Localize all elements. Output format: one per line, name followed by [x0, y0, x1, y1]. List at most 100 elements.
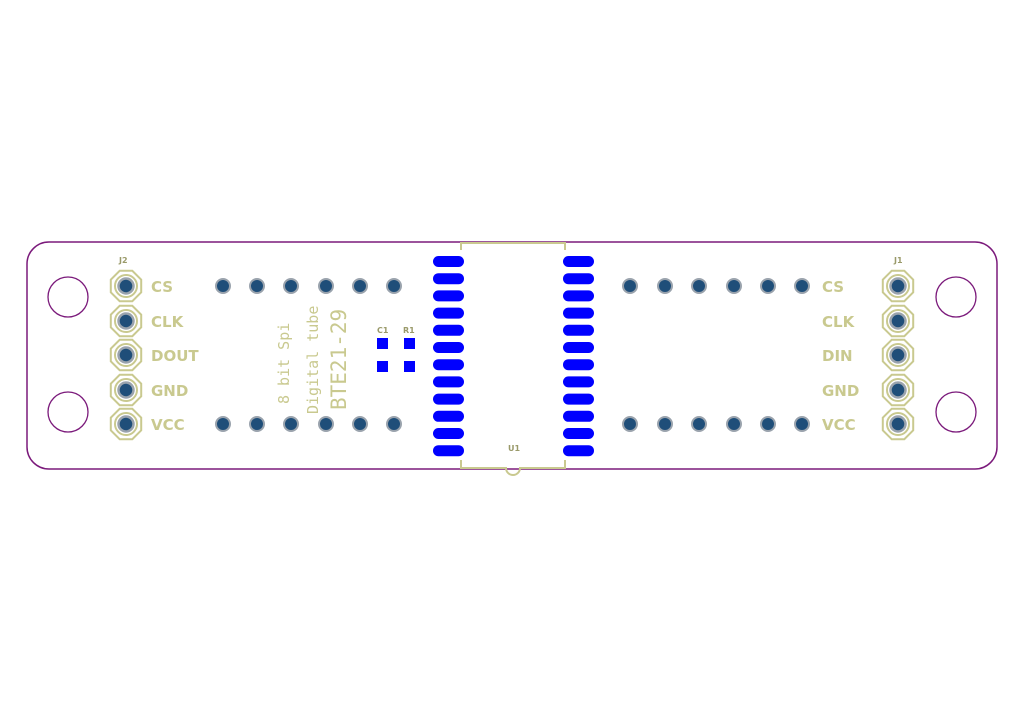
connector-j1 [881, 269, 915, 441]
u1-pad-right [563, 324, 594, 336]
u1-pads [433, 256, 594, 457]
header-pin-outline [881, 304, 915, 338]
header-pin-hole [889, 346, 907, 364]
header-pin-hole [117, 381, 135, 399]
ref-r1: R1 [403, 326, 415, 335]
j2-label-dout: DOUT [151, 347, 199, 365]
header-pin-ring [886, 274, 910, 298]
j2-label-cs: CS [151, 278, 173, 296]
display-via [249, 278, 265, 294]
header-pin-outline [109, 407, 143, 441]
display-via [283, 416, 299, 432]
header-pin-hole [117, 415, 135, 433]
header-pin-outline [109, 304, 143, 338]
header-pin-ring [886, 378, 910, 402]
mounting-hole [47, 391, 89, 433]
j1-label-clk: CLK [822, 313, 856, 331]
header-pin-ring [886, 309, 910, 333]
header-pin-outline [881, 269, 915, 303]
display-via [386, 278, 402, 294]
u1-pad-left [433, 445, 464, 457]
display-via [760, 278, 776, 294]
header-pin-hole [117, 346, 135, 364]
display-via [657, 416, 673, 432]
u1-pad-left [433, 307, 464, 319]
header-pin-hole [117, 312, 135, 330]
display-via [249, 416, 265, 432]
u1-pad-left [433, 376, 464, 388]
display-via [760, 416, 776, 432]
header-pin-hole [889, 277, 907, 295]
header-pin-outline [109, 373, 143, 407]
display-via [794, 416, 810, 432]
c1-pad [377, 361, 388, 372]
r1-pad [404, 338, 415, 349]
header-pin-hole [117, 277, 135, 295]
display-via [691, 278, 707, 294]
j1-label-cs: CS [822, 278, 844, 296]
u1-pad-right [563, 273, 594, 285]
j2-label-vcc: VCC [151, 416, 185, 434]
header-pin-ring [114, 412, 138, 436]
header-pin-hole [889, 381, 907, 399]
u1-outline [460, 242, 566, 476]
u1-pad-left [433, 428, 464, 439]
ref-j2: J2 [118, 256, 128, 265]
header-pin-ring [114, 378, 138, 402]
ref-j1: J1 [893, 256, 903, 265]
header-pin-ring [886, 343, 910, 367]
u1-pad-left [433, 393, 464, 405]
u1-pad-left [433, 273, 464, 285]
header-pin-ring [114, 274, 138, 298]
header-pin-ring [114, 309, 138, 333]
u1-pad-right [563, 376, 594, 388]
u1-pad-left [433, 342, 464, 353]
connector-j2 [109, 269, 143, 441]
u1-pad-left [433, 290, 464, 302]
display-via [386, 416, 402, 432]
display-via [726, 278, 742, 294]
header-pin-hole [889, 312, 907, 330]
c1-pad [377, 338, 388, 349]
u1-pad-right [563, 445, 594, 457]
mounting-hole [935, 276, 977, 318]
header-pin-outline [109, 269, 143, 303]
ref-c1: C1 [377, 326, 389, 335]
r1-pad [404, 361, 415, 372]
display-via [215, 416, 231, 432]
display-via [794, 278, 810, 294]
display-via [318, 416, 334, 432]
display-via [726, 416, 742, 432]
header-pin-ring [114, 343, 138, 367]
display-via [352, 416, 368, 432]
mounting-hole [935, 391, 977, 433]
u1-pad-left [433, 359, 464, 371]
board-text-part-number: BTE21-29 [327, 309, 351, 410]
display-via [622, 416, 638, 432]
display-via [622, 278, 638, 294]
header-pin-ring [886, 412, 910, 436]
display-via-rows [215, 278, 810, 432]
header-pin-outline [881, 338, 915, 372]
j1-label-gnd: GND [822, 382, 859, 400]
u1-pad-left [433, 410, 464, 422]
header-pin-outline [881, 373, 915, 407]
u1-pad-left [433, 256, 464, 267]
u1-pad-right [563, 393, 594, 405]
display-via [691, 416, 707, 432]
u1-pad-left [433, 324, 464, 336]
j2-label-clk: CLK [151, 313, 185, 331]
u1-pad-right [563, 290, 594, 302]
header-pin-outline [881, 407, 915, 441]
header-pin-outline [109, 338, 143, 372]
display-via [283, 278, 299, 294]
board-text-8bit-spi: 8 bit Spi [275, 323, 293, 404]
display-via [318, 278, 334, 294]
u1-pad-right [563, 359, 594, 371]
display-via [352, 278, 368, 294]
display-via [657, 278, 673, 294]
j1-label-vcc: VCC [822, 416, 856, 434]
mounting-hole [47, 276, 89, 318]
u1-pad-right [563, 410, 594, 422]
